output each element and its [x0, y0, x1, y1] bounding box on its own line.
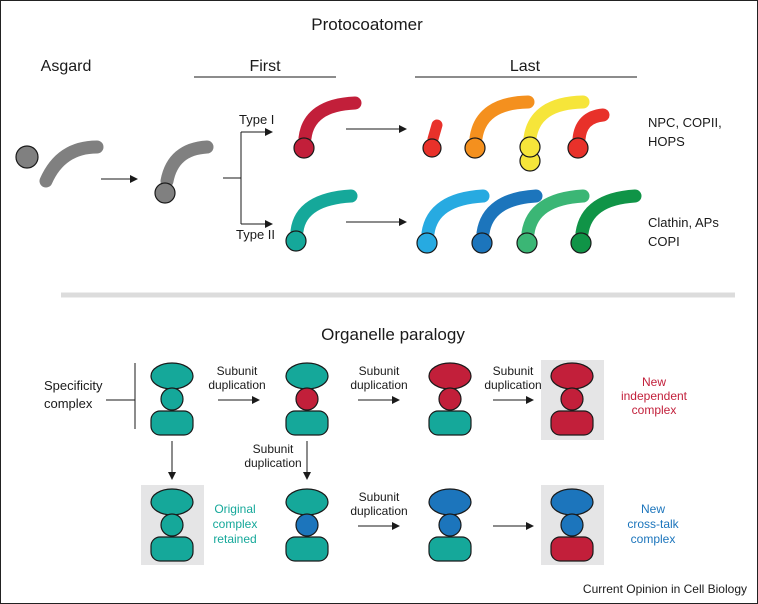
last-red-ball: [567, 137, 589, 159]
type1-first-ball: [293, 137, 315, 159]
dup-label-4-line1: Subunit: [253, 442, 294, 456]
last-orange-ball: [464, 137, 486, 159]
complex-new-crosstalk: [550, 488, 594, 562]
last-green-arc: [521, 189, 590, 240]
last-darkgreen-arc: [575, 189, 642, 240]
last-red-arc: [572, 108, 610, 146]
first-gray-ball: [154, 182, 176, 204]
new-independent-line2: independent: [621, 389, 688, 403]
original-line3: retained: [213, 532, 256, 546]
asgard-ball: [15, 145, 39, 169]
last-red-stub-ball: [422, 138, 442, 158]
last-lightblue-ball: [416, 232, 438, 254]
first-gray-arc: [160, 140, 214, 188]
specificity-label-line1: Specificity: [44, 378, 103, 393]
dup-label-1-line2: duplication: [208, 378, 265, 392]
organelle-paralogy-title: Organelle paralogy: [321, 325, 465, 344]
complex-new-independent: [550, 362, 594, 436]
new-crosstalk-line2: cross-talk: [627, 517, 679, 531]
npc-label-line2: HOPS: [648, 134, 685, 149]
dup-label-4-line2: duplication: [244, 456, 301, 470]
last-green-ball: [516, 232, 538, 254]
complex-dup-4: [428, 488, 472, 562]
type1-label: Type I: [239, 112, 274, 127]
type2-first-ball: [285, 230, 307, 252]
dup-label-2-line2: duplication: [350, 378, 407, 392]
last-yellow-ball-upper: [519, 136, 541, 158]
complex-dup-3: [285, 488, 329, 562]
new-crosstalk-line1: New: [641, 502, 665, 516]
new-independent-line1: New: [642, 375, 666, 389]
type1-first-arc: [298, 96, 362, 145]
original-line1: Original: [214, 502, 255, 516]
complex-original-retained: [150, 488, 194, 562]
dup-label-5-line2: duplication: [350, 504, 407, 518]
original-line2: complex: [213, 517, 258, 531]
last-darkgreen-ball: [570, 232, 592, 254]
new-crosstalk-line3: complex: [631, 532, 676, 546]
last-blue-ball: [471, 232, 493, 254]
clathrin-label-line1: Clathin, APs: [648, 215, 719, 230]
new-independent-line3: complex: [632, 403, 677, 417]
type2-label: Type II: [236, 227, 275, 242]
npc-label-line1: NPC, COPII,: [648, 115, 722, 130]
dup-label-5-line1: Subunit: [359, 490, 400, 504]
complex-dup-2: [428, 362, 472, 436]
last-red-stub-arc: [427, 119, 443, 145]
dup-label-2-line1: Subunit: [359, 364, 400, 378]
clathrin-label-line2: COPI: [648, 234, 680, 249]
last-blue-arc: [476, 189, 543, 240]
complex-specificity: [150, 362, 194, 436]
dup-label-3-line2: duplication: [484, 378, 541, 392]
specificity-label-line2: complex: [44, 396, 93, 411]
last-header: Last: [510, 58, 541, 75]
journal-footer: Current Opinion in Cell Biology: [583, 582, 747, 596]
last-lightblue-arc: [421, 189, 490, 240]
dup-label-1-line1: Subunit: [217, 364, 258, 378]
dup-label-3-line1: Subunit: [493, 364, 534, 378]
complex-dup-1: [285, 362, 329, 436]
protocoatomer-title: Protocoatomer: [311, 15, 423, 34]
last-orange-arc: [469, 95, 535, 145]
type2-first-arc: [290, 189, 358, 238]
last-yellow-arc: [523, 95, 590, 145]
asgard-label: Asgard: [41, 58, 92, 75]
first-header: First: [249, 58, 281, 75]
asgard-arc: [39, 140, 104, 188]
